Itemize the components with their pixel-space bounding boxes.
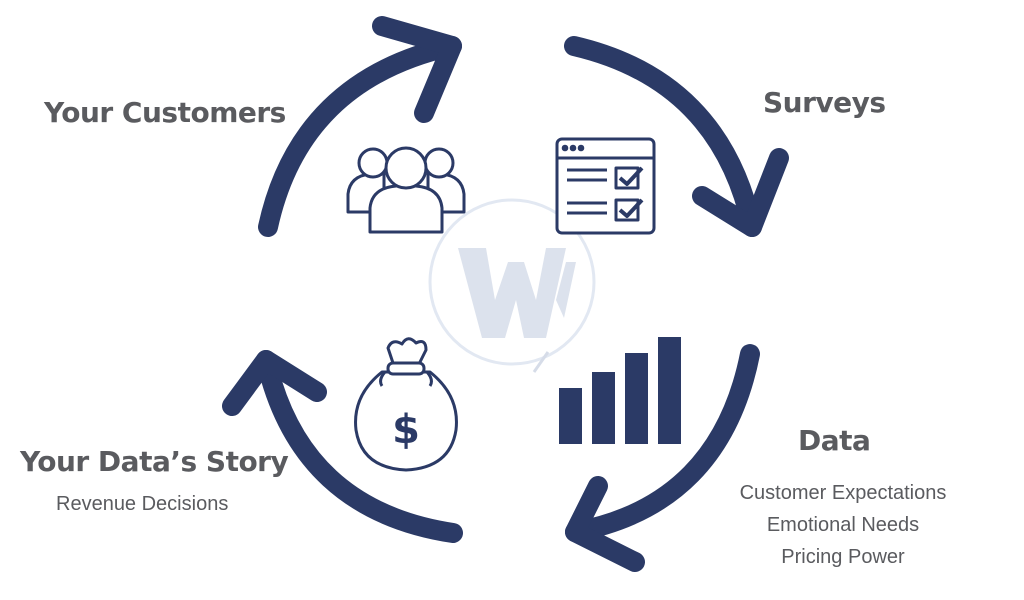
w-logo-watermark [428, 198, 596, 373]
bar-chart-icon-bar-1 [559, 388, 582, 444]
people-group-icon [346, 146, 466, 234]
bar-chart-icon-bar-4 [658, 337, 681, 444]
data-details-list: Customer Expectations Emotional Needs Pr… [702, 477, 984, 573]
stage-title-your-datas-story: Your Data’s Story [20, 445, 289, 478]
data-detail-item: Emotional Needs [766, 514, 920, 536]
stage-subtitle-revenue-decisions: Revenue Decisions [56, 493, 229, 515]
svg-text:$: $ [392, 407, 420, 453]
bar-chart-icon [559, 337, 681, 444]
stage-title-data: Data [798, 424, 871, 457]
cycle-arrowhead-bottom-left [222, 350, 327, 416]
stage-title-your-customers: Your Customers [44, 96, 286, 129]
cycle-arrowhead-top-left [372, 16, 462, 123]
money-bag-icon: $ [354, 337, 458, 472]
stage-title-surveys: Surveys [763, 86, 886, 119]
data-detail-item: Customer Expectations [739, 482, 947, 504]
survey-checklist-icon [555, 137, 656, 235]
bar-chart-icon-bar-3 [625, 353, 648, 444]
cycle-arrowhead-top-right [692, 148, 789, 237]
cycle-arrowhead-bottom-right [565, 476, 645, 572]
cycle-arrow-top-left [258, 36, 462, 237]
cycle-arrow-top-right [564, 36, 762, 237]
bar-chart-icon-bar-2 [592, 372, 615, 444]
cycle-arrow-bottom-right [565, 344, 760, 542]
data-detail-item: Pricing Power [781, 546, 905, 568]
cycle-arrow-bottom-left [256, 350, 463, 543]
